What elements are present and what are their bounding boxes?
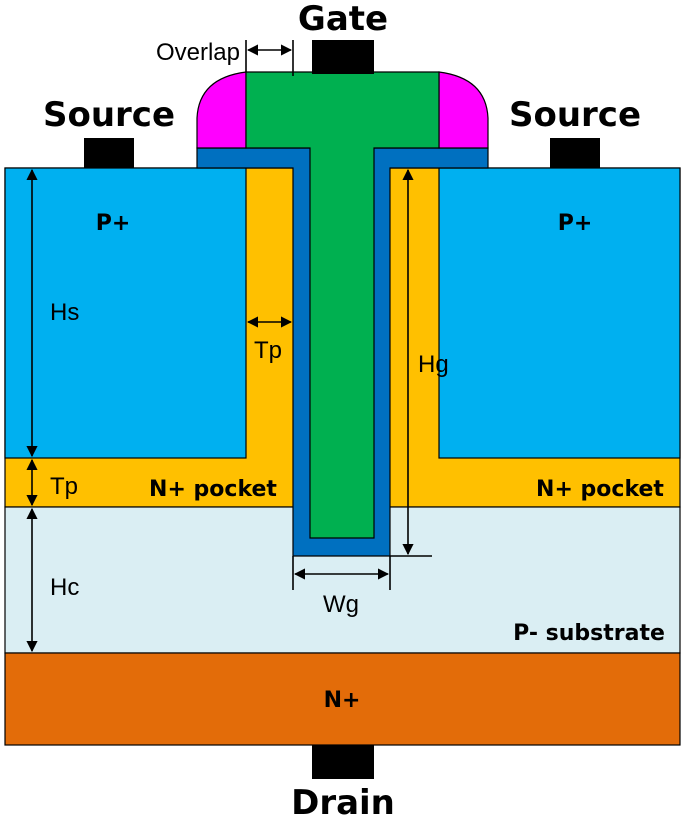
overlap-label: Overlap bbox=[156, 39, 240, 66]
source-right-contact bbox=[550, 138, 600, 168]
drain-label: Drain bbox=[291, 783, 395, 818]
n-pocket-left-label: N+ pocket bbox=[149, 477, 277, 502]
spacer-left bbox=[196, 71, 247, 149]
hg-label: Hg bbox=[418, 351, 449, 378]
hs-label: Hs bbox=[50, 299, 79, 326]
tp-trench-label: Tp bbox=[254, 337, 282, 364]
source-left-label: Source bbox=[43, 95, 175, 135]
gate-contact bbox=[312, 40, 374, 74]
p-plus-left-region bbox=[4, 167, 247, 459]
wg-label: Wg bbox=[323, 591, 359, 618]
hc-label: Hc bbox=[50, 574, 79, 601]
n-plus-drain-label: N+ bbox=[324, 688, 361, 713]
spacer-right bbox=[438, 71, 489, 149]
tp-left-label: Tp bbox=[50, 473, 78, 500]
n-pocket-right-label: N+ pocket bbox=[536, 477, 664, 502]
gate-label: Gate bbox=[298, 0, 388, 39]
gate-electrode bbox=[245, 71, 440, 539]
p-plus-left-label: P+ bbox=[96, 211, 131, 236]
n-plus-drain-region bbox=[4, 652, 681, 746]
source-right-label: Source bbox=[509, 95, 641, 135]
p-plus-right-label: P+ bbox=[558, 211, 593, 236]
source-left-contact bbox=[84, 138, 134, 168]
drain-contact bbox=[312, 745, 374, 779]
p-substrate-label: P- substrate bbox=[513, 621, 665, 646]
